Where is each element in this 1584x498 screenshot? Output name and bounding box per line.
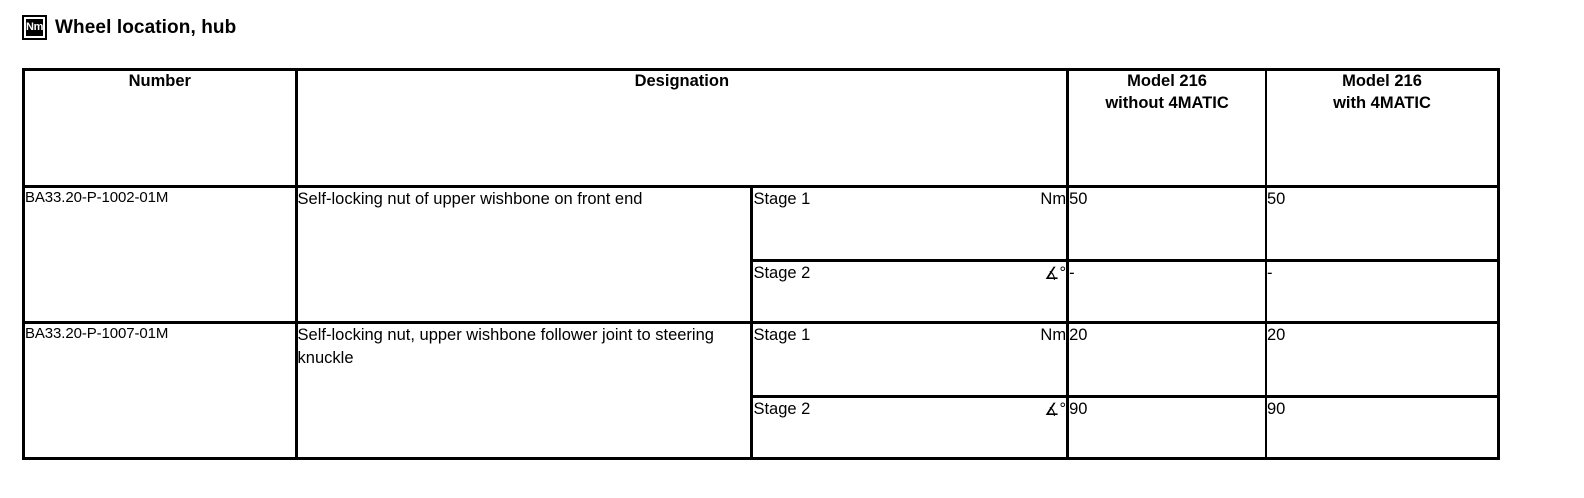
cell-unit: Nm [967,321,1070,397]
cell-unit-label: ° [1059,264,1067,282]
cell-value-without-4matic: 50 [1067,186,1267,261]
angle-degree-icon: ∡ [1044,400,1060,420]
cell-unit-label: ° [1059,400,1067,418]
cell-value-without-4matic: - [1067,259,1267,323]
cell-value-without-4matic: 90 [1067,395,1267,459]
cell-unit: ∡° [967,395,1070,459]
cell-stage-label: Stage 2 [750,395,968,459]
column-header-number: Number [23,69,298,188]
column-header-model-216-without-4matic: Model 216 without 4MATIC [1067,69,1267,188]
section-title-row: Nm Wheel location, hub [22,15,236,40]
cell-value-with-4matic: 20 [1265,321,1499,397]
table-row: BA33.20-P-1007-01M Self-locking nut, upp… [23,321,1499,459]
cell-designation: Self-locking nut, upper wishbone followe… [296,321,752,459]
cell-value-without-4matic: 20 [1067,321,1267,397]
cell-unit: Nm [967,186,1070,261]
page-title: Wheel location, hub [55,16,237,38]
cell-unit: ∡° [967,259,1070,323]
cell-value-with-4matic: - [1265,259,1499,323]
table-row: BA33.20-P-1002-01M Self-locking nut of u… [23,186,1499,323]
torque-badge-icon: Nm [22,15,47,40]
table-row: Stage 2 ∡° 90 90 [24,395,1499,459]
table-row: Stage 2 ∡° - - [24,259,1499,323]
cell-stage-label: Stage 1 [750,186,968,261]
cell-part-number: BA33.20-P-1007-01M [23,321,298,459]
cell-value-with-4matic: 50 [1265,186,1499,261]
cell-designation: Self-locking nut of upper wishbone on fr… [296,186,752,323]
angle-degree-icon: ∡ [1044,264,1060,284]
cell-stage-label: Stage 2 [750,259,968,323]
column-header-model-216-with-4matic: Model 216 with 4MATIC [1265,69,1499,188]
torque-badge-label: Nm [26,19,43,36]
cell-stage-label: Stage 1 [750,321,968,397]
cell-part-number: BA33.20-P-1002-01M [23,186,298,323]
column-header-designation: Designation [296,69,1070,188]
torque-specification-table: Number Designation Model 216 without 4MA… [22,68,1500,460]
cell-value-with-4matic: 90 [1265,395,1499,459]
table-header-row: Number Designation Model 216 without 4MA… [23,69,1499,188]
